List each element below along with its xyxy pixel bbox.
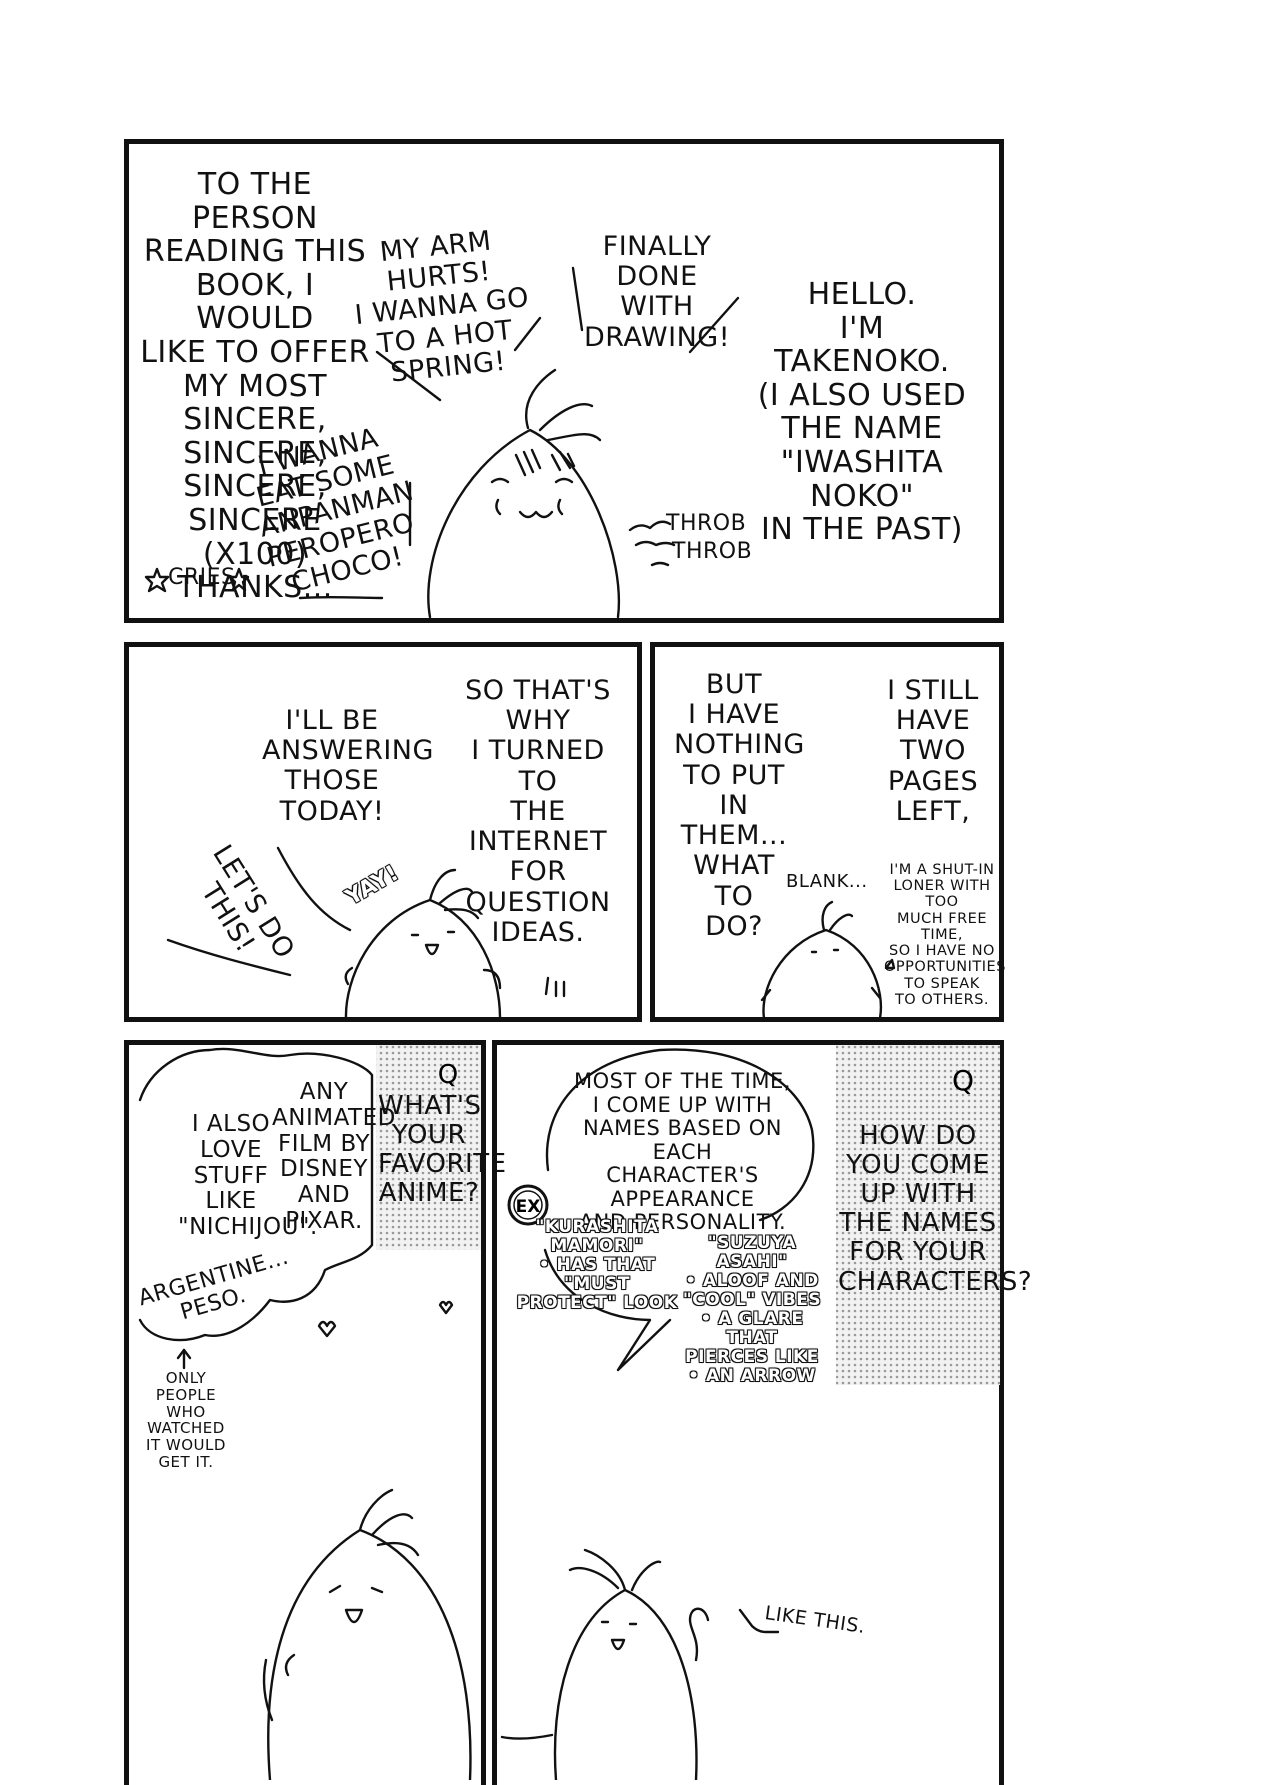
character-body <box>553 1588 698 1780</box>
character-body <box>427 428 621 619</box>
character-body <box>267 1528 472 1780</box>
q-mark-5: Q <box>952 1064 974 1097</box>
shutin-text: I'M A SHUT-IN LONER WITH TOO MUCH FREE T… <box>884 862 1006 1008</box>
question-anime-text: WHAT'S YOUR FAVORITE ANIME? <box>378 1091 507 1209</box>
cries-text: CRIES <box>168 565 236 590</box>
panel-3 <box>650 642 1004 1022</box>
screentone-box <box>376 1045 481 1250</box>
throb-text-1: THROB <box>666 511 747 536</box>
panel-5 <box>492 1040 1004 1785</box>
question-names-text: HOW DO YOU COME UP WITH THE NAMES FOR YO… <box>838 1121 1033 1297</box>
finally-done-text: FINALLY DONE WITH DRAWING! <box>583 231 731 353</box>
svg-text:EX: EX <box>516 1197 541 1217</box>
thought-bubble <box>138 1047 374 1342</box>
ex-badge: EX <box>507 1184 549 1226</box>
screentone-box <box>836 1045 1000 1385</box>
names-explain-text: MOST OF THE TIME, I COME UP WITH NAMES B… <box>574 1069 791 1235</box>
q-mark-4: Q <box>438 1060 458 1090</box>
arm-hurts-text: MY ARM HURTS! I WANNA GO TO A HOT SPRING… <box>353 225 531 389</box>
answering-text: I'LL BE ANSWERING THOSE TODAY! <box>262 705 434 827</box>
nothing-text: BUT I HAVE NOTHING TO PUT IN THEM... WHA… <box>674 669 805 942</box>
throb-text-2: THROB <box>672 539 753 564</box>
only-people-text: ONLY PEOPLE WHO WATCHED IT WOULD GET IT. <box>146 1369 226 1471</box>
panel-1 <box>124 139 1004 623</box>
nichijou-text: I ALSO LOVE STUFF LIKE "NICHIJOU". <box>178 1111 318 1240</box>
kurashita-text: "KURASHITA MAMORI" • HAS THAT "MUST PROT… <box>516 1217 678 1314</box>
thought-bubble <box>545 1048 815 1222</box>
character-body <box>762 928 883 1020</box>
internet-text: SO THAT'S WHY I TURNED TO THE INTERNET F… <box>465 675 611 948</box>
panel-2 <box>124 642 642 1022</box>
panel-4 <box>124 1040 486 1785</box>
pages-left-text: I STILL HAVE TWO PAGES LEFT, <box>887 675 979 827</box>
animated-film-text: ANY ANIMATED FILM BY DISNEY AND PIXAR. <box>272 1079 396 1234</box>
speech-bubble <box>543 1248 672 1372</box>
hello-text: HELLO. I'M TAKENOKO. (I ALSO USED THE NA… <box>757 277 967 548</box>
thanks-text: TO THE PERSON READING THIS BOOK, I WOULD… <box>140 167 370 606</box>
suzuya-text: "SUZUYA ASAHI" • ALOOF AND "COOL" VIBES … <box>682 1233 822 1387</box>
blank-text: BLANK... <box>786 871 868 892</box>
